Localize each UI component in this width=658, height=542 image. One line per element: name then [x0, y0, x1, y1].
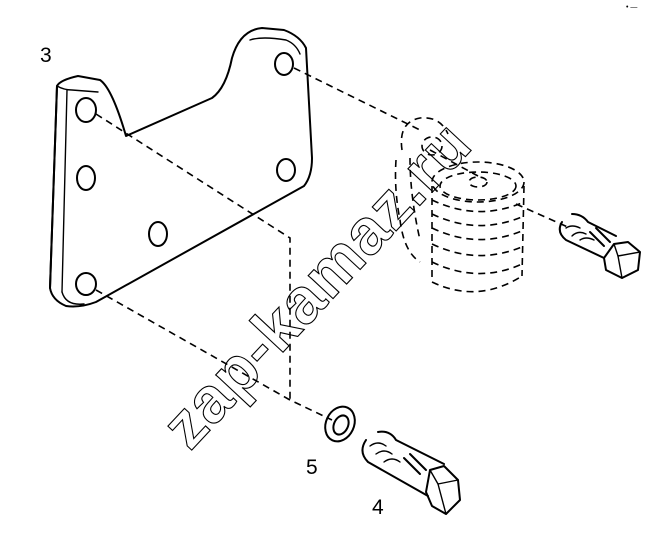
bracket-hole-top-right [274, 52, 294, 76]
bracket-hole-bottom-left [75, 272, 97, 296]
corner-mark: • — [626, 4, 637, 11]
bolt [361, 430, 461, 515]
bracket-hole-top-left [75, 97, 97, 123]
bracket-hole-bottom-right [276, 158, 296, 182]
watermark: zap-kamaz.ru [148, 107, 485, 461]
callout-washer: 5 [306, 456, 318, 479]
washer [324, 405, 356, 443]
callout-bolt: 4 [372, 496, 384, 519]
bracket-hole-mid-left [76, 165, 96, 191]
callout-bracket: 3 [40, 44, 52, 67]
bracket-hole-center [148, 221, 168, 247]
mounting-bracket [49, 27, 313, 308]
mount-unit [394, 117, 525, 293]
mount-bolt [558, 213, 641, 279]
